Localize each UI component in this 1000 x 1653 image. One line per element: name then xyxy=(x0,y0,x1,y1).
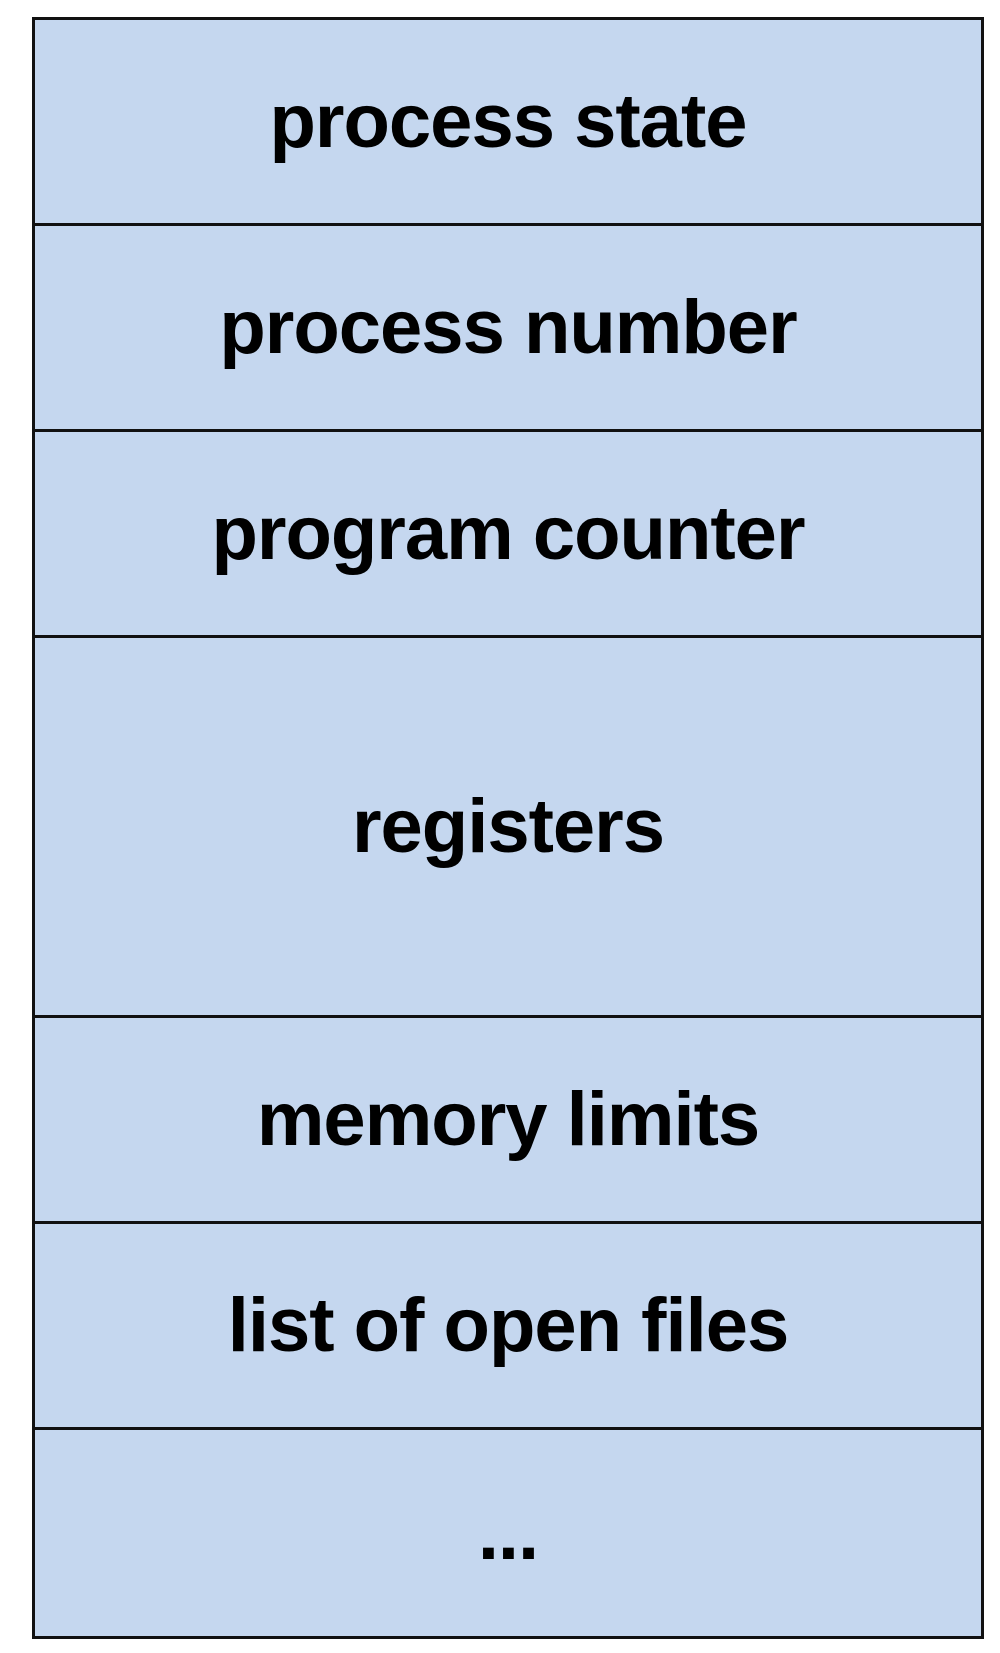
pcb-field-ellipsis: ... xyxy=(477,1490,539,1576)
pcb-field-program-counter: program counter xyxy=(35,432,981,638)
pcb-field-process-number: process number xyxy=(35,226,981,432)
pcb-field-open-files: list of open files xyxy=(35,1224,981,1430)
pcb-field-registers: registers xyxy=(35,638,981,1018)
pcb-field-memory-limits: memory limits xyxy=(35,1018,981,1224)
pcb-field-process-state: process state xyxy=(35,20,981,226)
process-control-block: process state process number program cou… xyxy=(32,17,984,1639)
